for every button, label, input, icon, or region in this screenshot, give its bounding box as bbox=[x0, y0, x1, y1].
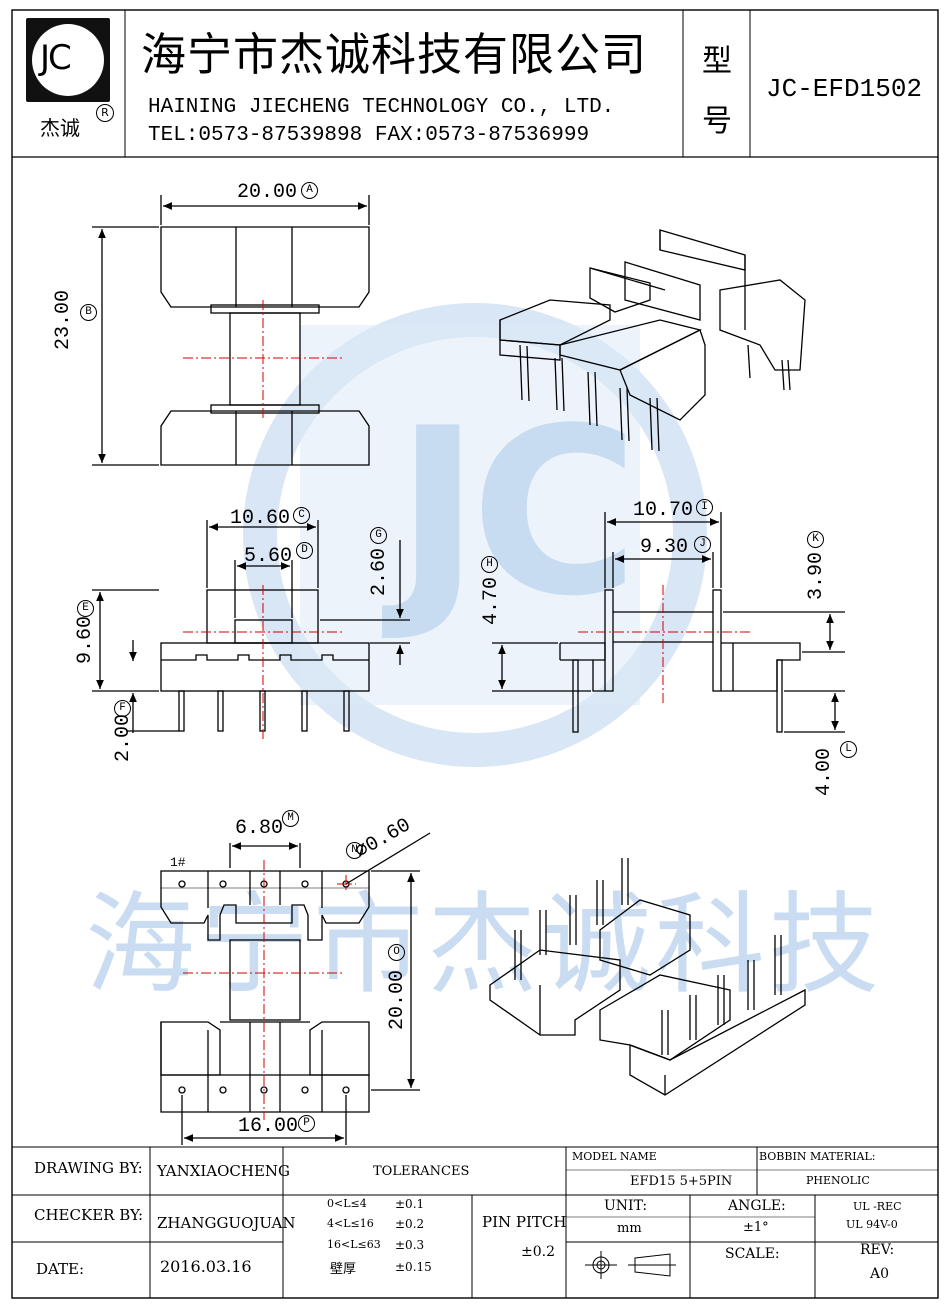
drawing-by-value: YANXIAOCHENG bbox=[157, 1162, 291, 1180]
dim-m-tag: M bbox=[282, 810, 299, 827]
checker-by-value: ZHANGGUOJUAN bbox=[157, 1214, 296, 1232]
dim-g-tag: G bbox=[370, 527, 387, 544]
model-label-2: 号 bbox=[702, 104, 732, 139]
pin-pitch-value: ±0.2 bbox=[521, 1244, 555, 1260]
tol-value-3: ±0.3 bbox=[395, 1238, 425, 1252]
bobbin-material-label: BOBBIN MATERIAL: bbox=[759, 1150, 876, 1163]
angle-value: ±1° bbox=[743, 1220, 769, 1235]
date-value: 2016.03.16 bbox=[160, 1257, 252, 1276]
dim-l-value: 4.00 bbox=[813, 747, 836, 796]
rev-value: A0 bbox=[870, 1266, 890, 1282]
dim-j-value: 9.30 bbox=[640, 536, 689, 559]
dim-o-value: 20.00 bbox=[386, 969, 409, 1030]
dim-e-tag: E bbox=[77, 600, 94, 617]
dim-b-value: 23.00 bbox=[52, 289, 75, 350]
ul-rec: UL -REC bbox=[853, 1200, 902, 1213]
registered-mark: R bbox=[96, 104, 114, 122]
pin-pitch-label: PIN PITCH bbox=[482, 1213, 567, 1231]
dim-f-tag: F bbox=[114, 700, 131, 717]
tol-range-4: 壁厚 bbox=[330, 1262, 357, 1277]
dim-c-tag: C bbox=[293, 507, 310, 524]
tol-range-2: 4<L≤16 bbox=[327, 1217, 374, 1230]
front-view bbox=[160, 589, 370, 732]
dim-p-tag: P bbox=[298, 1115, 315, 1132]
watermark-letters: JC bbox=[395, 380, 639, 647]
dim-g-value: 2.60 bbox=[368, 547, 391, 596]
pin-1-marker: 1# bbox=[170, 855, 186, 870]
tol-range-1: 0<L≤4 bbox=[327, 1197, 367, 1210]
dim-i-tag: I bbox=[696, 499, 713, 516]
projection-symbol bbox=[585, 1251, 676, 1279]
dim-k-value: 3.90 bbox=[805, 551, 828, 600]
ul-94v0: UL 94V-0 bbox=[846, 1218, 898, 1231]
dim-a-tag: A bbox=[301, 182, 318, 199]
dim-f-value: 2.00 bbox=[112, 713, 135, 762]
checker-by-label: CHECKER BY: bbox=[34, 1206, 144, 1224]
logo-caption: 杰诚 bbox=[40, 116, 80, 140]
watermark-text: 海宁市杰诚科技 bbox=[85, 881, 883, 1009]
company-logo: JC bbox=[26, 18, 110, 102]
angle-label: ANGLE: bbox=[728, 1198, 786, 1214]
drawing-by-label: DRAWING BY: bbox=[34, 1159, 143, 1177]
tol-range-3: 16<L≤63 bbox=[327, 1238, 381, 1251]
tol-value-4: ±0.15 bbox=[395, 1260, 432, 1274]
dim-c-value: 10.60 bbox=[230, 507, 291, 530]
center-lines bbox=[183, 300, 750, 1120]
unit-value: mm bbox=[617, 1221, 642, 1236]
isometric-view-top bbox=[499, 229, 806, 452]
dim-d-value: 5.60 bbox=[244, 545, 293, 568]
isometric-view-bottom bbox=[489, 858, 806, 1096]
model-label-1: 型 bbox=[702, 44, 732, 79]
company-contact: TEL:0573-87539898 FAX:0573-87536999 bbox=[148, 124, 590, 147]
dim-h-value: 4.70 bbox=[480, 576, 503, 625]
rev-label: REV: bbox=[860, 1242, 895, 1258]
model-name-value: EFD15 5+5PIN bbox=[630, 1174, 733, 1189]
dim-j-tag: J bbox=[694, 536, 711, 553]
model-name-label: MODEL NAME bbox=[572, 1150, 657, 1163]
model-number: JC-EFD1502 bbox=[766, 74, 923, 104]
dim-a-value: 20.00 bbox=[237, 181, 298, 204]
tol-value-2: ±0.2 bbox=[395, 1217, 425, 1231]
dim-n-tag: N bbox=[346, 842, 363, 859]
bobbin-material-value: PHENOLIC bbox=[806, 1174, 870, 1187]
logo-text: JC bbox=[40, 38, 72, 78]
dim-p-value: 16.00 bbox=[238, 1115, 299, 1138]
top-view bbox=[160, 226, 370, 466]
dim-o-tag: O bbox=[388, 944, 405, 961]
company-name-en: HAINING JIECHENG TECHNOLOGY CO., LTD. bbox=[148, 96, 615, 119]
dim-l-tag: L bbox=[840, 741, 857, 758]
unit-label: UNIT: bbox=[604, 1198, 648, 1214]
dim-i-value: 10.70 bbox=[633, 499, 694, 522]
tolerances-label: TOLERANCES bbox=[373, 1164, 470, 1179]
scale-label: SCALE: bbox=[725, 1246, 780, 1262]
company-name-cn: 海宁市杰诚科技有限公司 bbox=[141, 28, 648, 81]
dim-h-tag: H bbox=[481, 556, 498, 573]
dim-m-value: 6.80 bbox=[235, 817, 284, 840]
dim-d-tag: D bbox=[296, 542, 313, 559]
date-label: DATE: bbox=[36, 1260, 85, 1278]
dim-k-tag: K bbox=[807, 531, 824, 548]
bottom-view bbox=[160, 870, 370, 1113]
side-view bbox=[559, 589, 801, 733]
tol-value-1: ±0.1 bbox=[395, 1197, 425, 1211]
dim-b-tag: B bbox=[80, 304, 97, 321]
dim-e-value: 9.60 bbox=[74, 615, 97, 664]
